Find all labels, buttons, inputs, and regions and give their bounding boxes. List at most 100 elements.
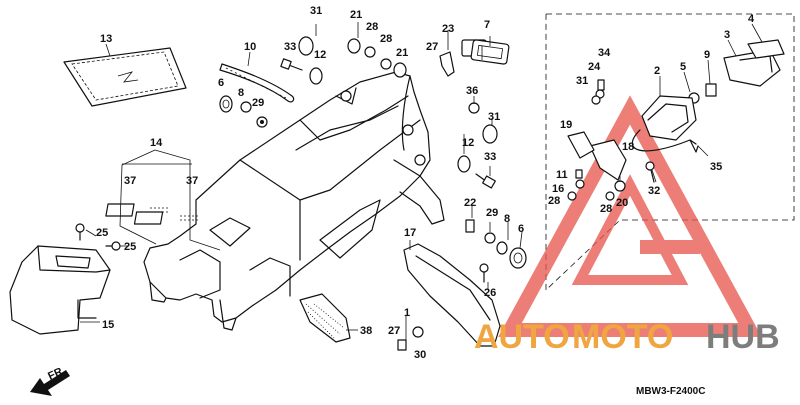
- callout-28: 28: [366, 21, 378, 33]
- part-9-socket: [705, 83, 717, 97]
- callout-38: 38: [360, 325, 372, 337]
- callout-21: 21: [396, 47, 408, 59]
- part-10-strap: [219, 63, 295, 103]
- callout-21: 21: [350, 9, 362, 21]
- callout-37: 37: [186, 175, 198, 187]
- part-29-nut-center: [484, 232, 496, 244]
- part-6-grommet-left: [219, 95, 233, 113]
- callout-8: 8: [504, 213, 510, 225]
- callout-5: 5: [680, 61, 686, 73]
- callout-26: 26: [484, 287, 496, 299]
- callout-28: 28: [548, 195, 560, 207]
- callout-3: 3: [724, 29, 730, 41]
- part-25-bolt-b: [105, 241, 121, 251]
- part-2-tail-housing: [631, 95, 697, 152]
- part-35-wire: [689, 139, 699, 153]
- callout-4: 4: [748, 13, 755, 25]
- part-32-screw: [645, 161, 655, 183]
- part-16-washer: [575, 179, 585, 189]
- leader-lines: [80, 22, 763, 340]
- front-arrow-icon: FR.: [30, 364, 70, 396]
- callout-29: 29: [486, 207, 498, 219]
- part-36-nut: [468, 102, 480, 114]
- watermark-moto: MOTO: [572, 318, 673, 356]
- part-27-clip-center: [439, 51, 455, 77]
- part-28-nut-top-a: [364, 46, 376, 58]
- callout-1: 1: [404, 307, 410, 319]
- part-6-grommet-center: [509, 247, 527, 269]
- part-31-washer-inset: [591, 95, 601, 105]
- callout-36: 36: [466, 85, 478, 97]
- part-31-washer-center: [482, 124, 498, 144]
- callout-37: 37: [124, 175, 136, 187]
- callout-32: 32: [648, 185, 660, 197]
- part-26-bolt: [479, 263, 489, 283]
- callout-31: 31: [576, 75, 588, 87]
- part-28-nut-inset-b: [605, 191, 615, 201]
- callout-labels: 13 10 6 8 29 14 37 37 25 25 15 38 31 33 …: [96, 5, 755, 361]
- callout-25: 25: [124, 241, 136, 253]
- part-12-collar-top: [309, 67, 323, 85]
- callout-25: 25: [96, 227, 108, 239]
- callout-27: 27: [426, 41, 438, 53]
- callout-35: 35: [710, 161, 722, 173]
- part-31-washer-top: [298, 36, 314, 56]
- callout-20: 20: [616, 197, 628, 209]
- part-37-reflector-b: [133, 211, 198, 225]
- callout-19: 19: [560, 119, 572, 131]
- part-20-nut: [614, 180, 626, 192]
- callout-28: 28: [600, 203, 612, 215]
- watermark-logo: [498, 95, 762, 337]
- part-33-bolt-top: [280, 58, 303, 71]
- part-19-bracket: [567, 131, 595, 159]
- inset-box-dashed: [545, 13, 795, 291]
- watermark-hub: HUB: [706, 318, 780, 356]
- callout-15: 15: [102, 319, 114, 331]
- part-7-reflector: [470, 39, 510, 65]
- callout-28: 28: [380, 33, 392, 45]
- callout-2: 2: [654, 65, 660, 77]
- rear-fender-body: [143, 71, 445, 331]
- part-12-collar-center: [457, 155, 471, 173]
- part-22-bolt: [465, 219, 475, 233]
- part-25-bolt-a: [75, 223, 85, 241]
- callout-6: 6: [518, 223, 524, 235]
- callout-22: 22: [464, 197, 476, 209]
- callout-7: 7: [484, 19, 490, 31]
- callout-9: 9: [704, 49, 710, 61]
- callout-6: 6: [218, 77, 224, 89]
- callout-16: 16: [552, 183, 564, 195]
- callout-14: 14: [150, 137, 163, 149]
- part-17-side-panel: [403, 243, 501, 347]
- callout-12: 12: [462, 137, 474, 149]
- part-33-bolt-center: [475, 173, 496, 189]
- callout-11: 11: [556, 169, 568, 181]
- callout-10: 10: [244, 41, 256, 53]
- callout-17: 17: [404, 227, 416, 239]
- part-8-collar-center: [496, 241, 508, 255]
- part-4-tail-cover: [747, 39, 785, 59]
- part-8-collar-left: [240, 101, 252, 113]
- part-28-nut-inset-a: [567, 191, 577, 201]
- callout-18: 18: [622, 141, 634, 153]
- part-29-nut-left: [256, 116, 268, 128]
- callout-33: 33: [484, 151, 496, 163]
- callout-27: 27: [388, 325, 400, 337]
- part-30-nut-bottom: [412, 326, 424, 338]
- part-21-washer-a: [347, 38, 361, 54]
- watermark-text: AUTO MOTO HUB: [474, 318, 780, 356]
- part-21-washer-b: [393, 62, 407, 78]
- part-27-clip-bottom: [397, 339, 407, 351]
- diagram-code: MBW3-F2400C: [636, 386, 705, 397]
- callout-8: 8: [238, 87, 244, 99]
- callout-24: 24: [588, 61, 601, 73]
- part-13-manual: [63, 47, 187, 107]
- front-direction-label: FR.: [46, 364, 67, 382]
- part-18-bracket: [589, 139, 627, 181]
- callout-34: 34: [598, 47, 611, 59]
- callout-30: 30: [414, 349, 426, 361]
- callout-33: 33: [284, 41, 296, 53]
- part-28-nut-top-b: [380, 58, 392, 70]
- watermark-auto: AUTO: [474, 318, 570, 356]
